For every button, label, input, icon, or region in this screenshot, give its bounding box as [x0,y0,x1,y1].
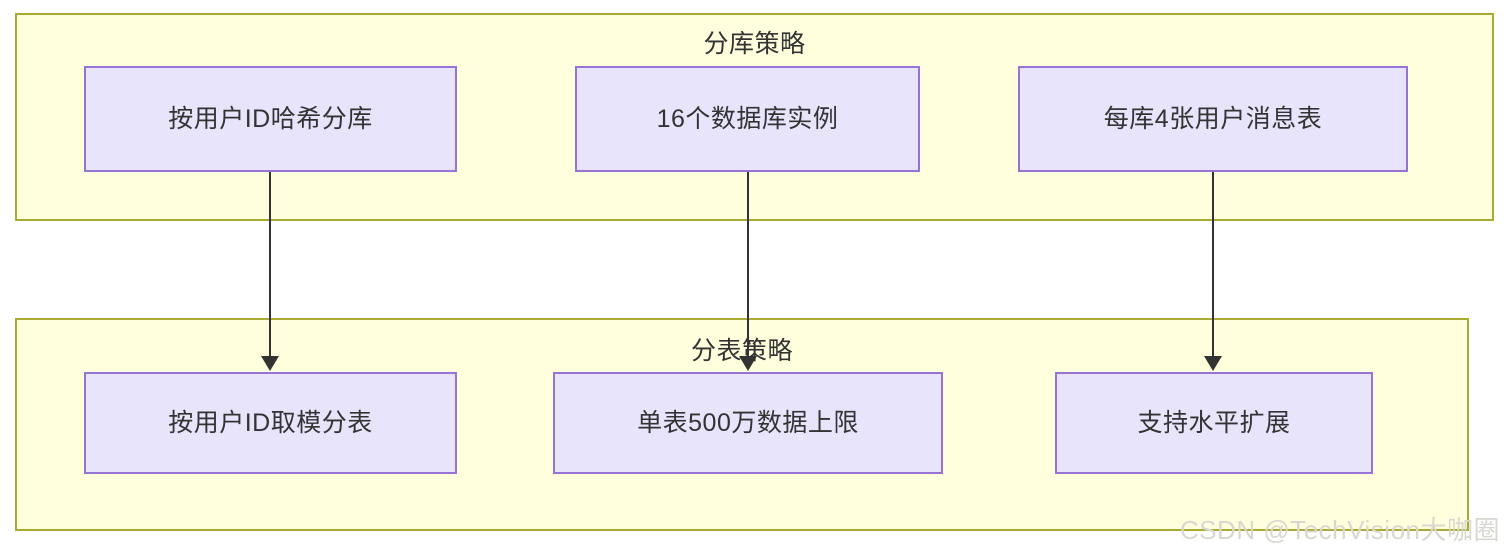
edge-1-arrowhead [261,356,279,371]
node-four-tables-per-db[interactable]: 每库4张用户消息表 [1018,66,1408,172]
node-label: 单表500万数据上限 [637,409,859,437]
group-title-sharding-database: 分库策略 [703,30,806,58]
node-sixteen-db-instances[interactable]: 16个数据库实例 [575,66,920,172]
node-label: 按用户ID哈希分库 [168,105,373,133]
node-mod-by-user-id[interactable]: 按用户ID取模分表 [84,372,457,474]
watermark-text: CSDN @TechVision大咖圈 [1179,515,1500,545]
edge-2-line [747,172,749,358]
node-hash-by-user-id[interactable]: 按用户ID哈希分库 [84,66,457,172]
node-label: 支持水平扩展 [1137,409,1291,437]
node-label: 按用户ID取模分表 [168,409,373,437]
node-label: 16个数据库实例 [656,105,839,133]
node-horizontal-scaling[interactable]: 支持水平扩展 [1055,372,1373,474]
node-label: 每库4张用户消息表 [1103,105,1323,133]
edge-2-arrowhead [739,356,757,371]
edge-1-line [269,172,271,358]
edge-3-line [1212,172,1214,358]
node-five-million-row-limit[interactable]: 单表500万数据上限 [553,372,943,474]
edge-3-arrowhead [1204,356,1222,371]
